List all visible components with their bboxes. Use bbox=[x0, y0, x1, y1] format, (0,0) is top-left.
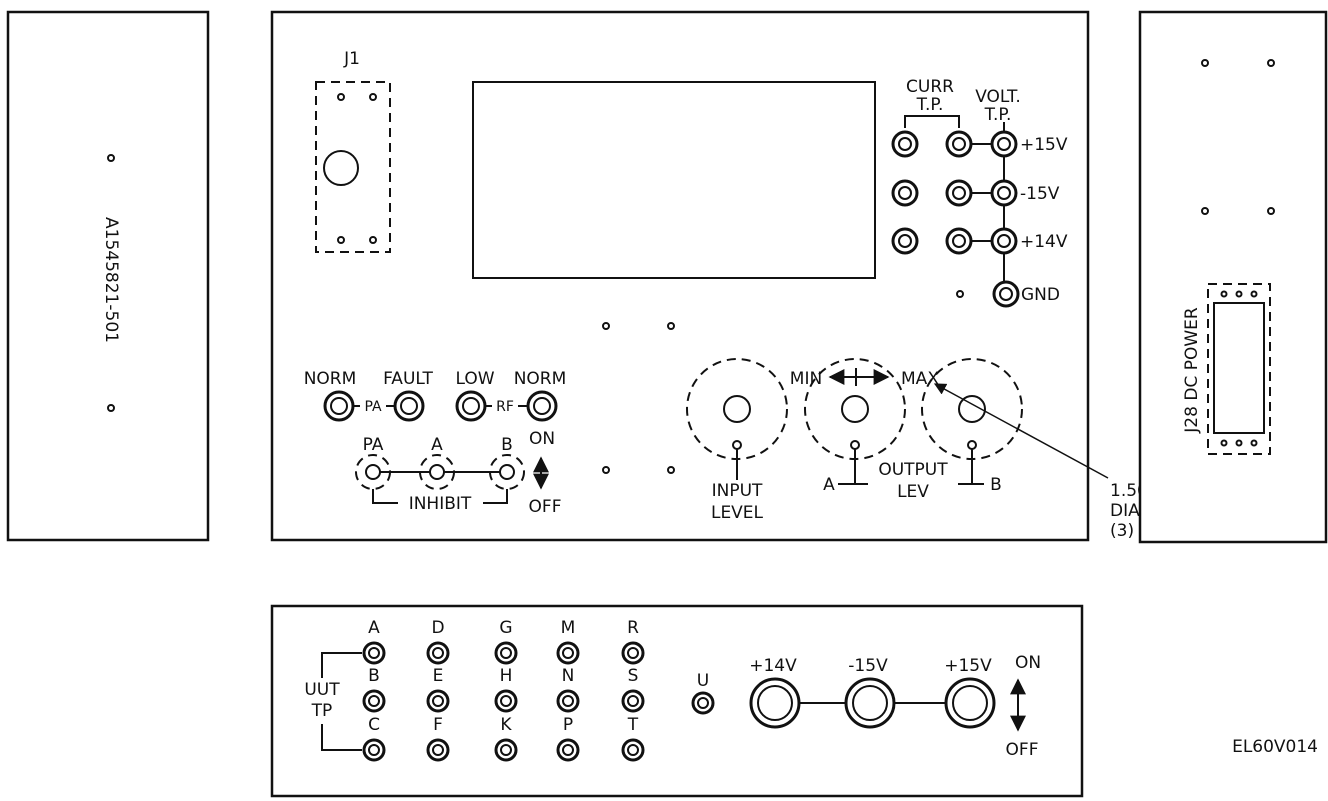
output-a-label: A bbox=[823, 475, 835, 495]
main-panel: J1 CURR T.P. VOLT. T.P. bbox=[270, 10, 1090, 542]
tp-label: R bbox=[627, 618, 639, 638]
tp-label: T bbox=[627, 715, 639, 735]
inhibit-a-label: A bbox=[431, 435, 443, 455]
output-level-label: OUTPUT bbox=[878, 460, 948, 480]
minus15v-label: -15V bbox=[848, 656, 888, 676]
j1-connector: J1 bbox=[315, 49, 391, 253]
output-a-knob[interactable] bbox=[841, 395, 869, 423]
input-level-label-2: LEVEL bbox=[711, 503, 764, 523]
tp-label: E bbox=[433, 666, 444, 686]
inhibit-pa-switch[interactable] bbox=[365, 464, 381, 480]
inhibit-a-switch[interactable] bbox=[429, 464, 445, 480]
uut-label: UUT bbox=[304, 680, 340, 700]
tp-label: K bbox=[500, 715, 512, 735]
dc-power-label: J28 DC POWER bbox=[1182, 307, 1202, 434]
inhibit-b-switch[interactable] bbox=[499, 464, 515, 480]
output-b-knob[interactable] bbox=[958, 395, 986, 423]
test-points-block: CURR T.P. VOLT. T.P. bbox=[891, 77, 1068, 308]
display-window bbox=[472, 81, 876, 279]
inhibit-switches: PA A B INHIBIT ON OFF bbox=[355, 429, 562, 517]
curr-label: CURR bbox=[906, 77, 954, 97]
inhibit-pa-label: PA bbox=[363, 435, 384, 455]
inhibit-group-label: INHIBIT bbox=[409, 494, 472, 514]
tp-label: A bbox=[368, 618, 380, 638]
tp-label: N bbox=[562, 666, 575, 686]
part-number-label: A1545821-501 bbox=[101, 217, 121, 343]
diameter-callout: 1.50 DIA (3) bbox=[933, 383, 1148, 541]
pa-lamp-label: PA bbox=[364, 399, 382, 415]
rf-lamp-label: RF bbox=[496, 399, 514, 415]
inhibit-b-label: B bbox=[501, 435, 513, 455]
rail-label-plus14: +14V bbox=[1020, 232, 1068, 252]
pa-fault-label: FAULT bbox=[383, 369, 433, 389]
level-controls: MIN MAX INPUT LEVEL A OUTPUT LEV B bbox=[686, 358, 1023, 523]
output-b-label: B bbox=[990, 475, 1002, 495]
power-switches: +14V -15V +15V ON OFF bbox=[749, 653, 1041, 760]
figure-id-label: EL60V014 bbox=[1232, 737, 1318, 757]
uut-tp-label: TP bbox=[311, 701, 333, 721]
mount-hole bbox=[107, 154, 115, 162]
tp-label: F bbox=[433, 715, 443, 735]
range-max-label: MAX bbox=[901, 369, 939, 389]
tp-label: B bbox=[368, 666, 380, 686]
power-on-label: ON bbox=[1015, 653, 1041, 673]
j1-label: J1 bbox=[343, 49, 360, 69]
rail-label-plus15: +15V bbox=[1020, 135, 1068, 155]
power-off-label: OFF bbox=[1006, 740, 1039, 760]
volt-label: VOLT. bbox=[975, 87, 1021, 107]
dc-power-connector bbox=[1207, 283, 1271, 455]
right-panel: J28 DC POWER bbox=[1138, 10, 1328, 544]
bottom-panel: UUT TP A B C D E F G H K M N P bbox=[270, 604, 1084, 798]
dia-value-label: 1.50 bbox=[1110, 481, 1148, 501]
inhibit-off-label: OFF bbox=[529, 497, 562, 517]
inhibit-on-label: ON bbox=[529, 429, 555, 449]
rail-label-gnd: GND bbox=[1021, 285, 1060, 305]
input-level-knob[interactable] bbox=[723, 395, 751, 423]
test-point-jacks bbox=[891, 130, 1020, 308]
input-level-label: INPUT bbox=[712, 481, 763, 501]
pa-norm-label: NORM bbox=[304, 369, 357, 389]
rail-label-minus15: -15V bbox=[1020, 184, 1060, 204]
volt-tp-label: T.P. bbox=[984, 105, 1012, 125]
tp-label: P bbox=[563, 715, 573, 735]
dia-count-label: (3) bbox=[1110, 521, 1134, 541]
indicator-lamps: NORM FAULT LOW NORM PA RF bbox=[304, 369, 567, 422]
dia-label: DIA bbox=[1110, 501, 1140, 521]
tp-label: D bbox=[431, 618, 444, 638]
tp-label: G bbox=[499, 618, 512, 638]
mount-hole bbox=[107, 404, 115, 412]
range-min-label: MIN bbox=[790, 369, 822, 389]
curr-tp-label: T.P. bbox=[916, 95, 944, 115]
rf-norm-label: NORM bbox=[514, 369, 567, 389]
tp-label: H bbox=[500, 666, 513, 686]
left-panel: A1545821-501 bbox=[6, 10, 210, 542]
tp-label: M bbox=[561, 618, 576, 638]
plus14v-label: +14V bbox=[749, 656, 797, 676]
dc-power-connector-body bbox=[1213, 302, 1265, 434]
uut-test-points: A B C D E F G H K M N P R S bbox=[362, 618, 715, 762]
tp-label: S bbox=[628, 666, 639, 686]
tp-label: C bbox=[368, 715, 380, 735]
plus15v-label: +15V bbox=[944, 656, 992, 676]
output-level-label-2: LEV bbox=[897, 482, 929, 502]
tp-u-label: U bbox=[697, 671, 709, 691]
rf-low-label: LOW bbox=[455, 369, 494, 389]
